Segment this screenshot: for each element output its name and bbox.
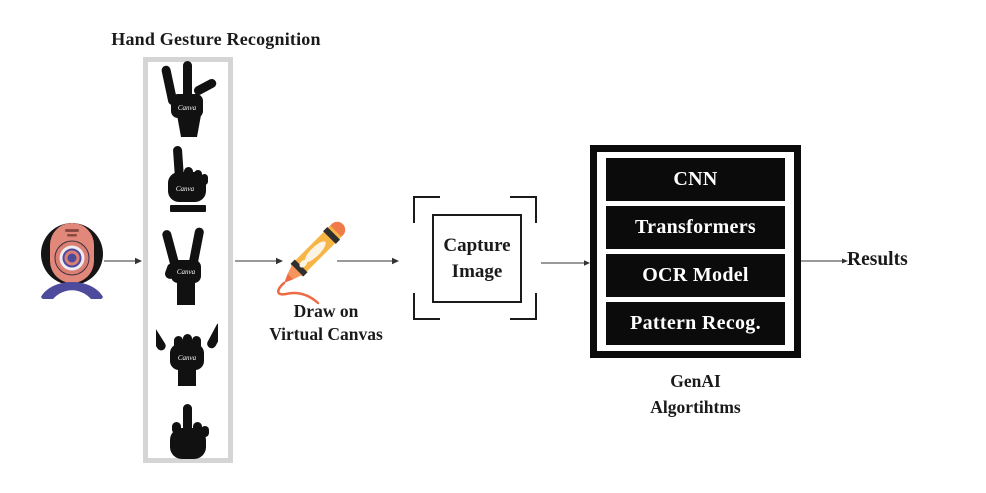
genai-caption-line1: GenAI — [670, 371, 721, 391]
genai-algorithms-box: CNN Transformers OCR Model Pattern Recog… — [590, 145, 801, 358]
diagram-title: Hand Gesture Recognition — [111, 29, 321, 49]
results-label: Results — [847, 249, 908, 270]
gesture-finger-raised-icon — [162, 404, 212, 459]
genai-caption-line2: Algortihtms — [650, 397, 741, 418]
draw-label-line2: Virtual Canvas — [269, 324, 383, 345]
watermark-text: Canva — [177, 268, 196, 276]
genai-item-cnn: CNN — [606, 158, 785, 201]
gesture-three-fingers-icon: Canva — [157, 61, 217, 137]
draw-label-line1: Draw on — [293, 301, 359, 321]
arrow-webcam-to-gestures — [104, 257, 142, 265]
watermark-text: Canva — [176, 185, 195, 193]
arrow-capture-to-genai — [541, 260, 590, 266]
viewfinder-corner-top-right — [510, 196, 537, 223]
gesture-peace-sign-icon: Canva — [158, 227, 216, 305]
viewfinder-corner-top-left — [413, 196, 440, 223]
draw-on-canvas-label: Draw on Virtual Canvas — [252, 300, 400, 346]
capture-label-line1: Capture — [443, 234, 511, 256]
genai-item-pattern-recog: Pattern Recog. — [606, 302, 785, 345]
watermark-text: Canva — [178, 354, 197, 362]
gesture-shaka-icon: Canva — [156, 318, 218, 386]
viewfinder-corner-bottom-left — [413, 293, 440, 320]
gesture-index-up-icon: Canva — [158, 146, 216, 212]
arrow-genai-to-results — [801, 258, 848, 264]
crayon-icon — [277, 221, 346, 305]
drawn-squiggle — [277, 281, 320, 305]
arrow-gestures-to-draw — [235, 257, 283, 265]
genai-item-transformers: Transformers — [606, 206, 785, 249]
capture-label-line2: Image — [451, 260, 503, 282]
watermark-text: Canva — [178, 104, 197, 112]
viewfinder-corner-bottom-right — [510, 293, 537, 320]
webcam-icon — [41, 223, 103, 299]
arrow-draw-to-capture — [337, 257, 399, 265]
genai-caption: GenAI Algortihtms — [590, 368, 801, 421]
genai-item-ocr-model: OCR Model — [606, 254, 785, 297]
capture-image-box: Capture Image — [432, 214, 522, 303]
viewfinder-frame — [413, 196, 537, 320]
